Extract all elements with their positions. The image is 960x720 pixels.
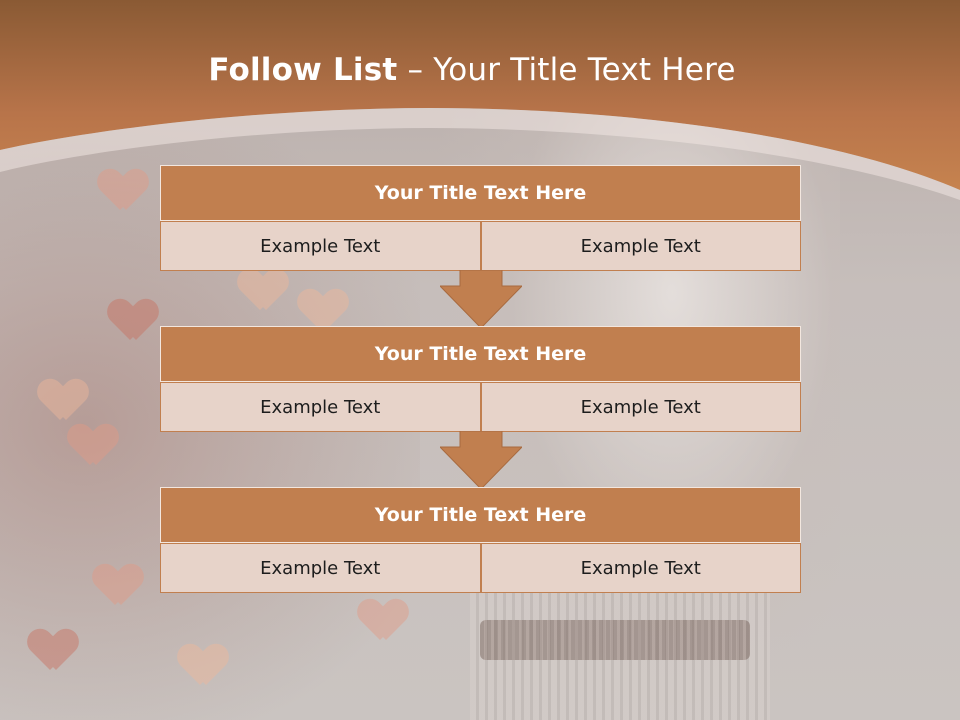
heart-icon	[110, 300, 156, 342]
down-arrow-icon	[440, 431, 522, 489]
block-cell-left: Example Text	[160, 221, 481, 271]
block-cell-right: Example Text	[480, 543, 801, 593]
block-row: Example Text Example Text	[160, 221, 801, 271]
heart-icon	[180, 645, 226, 687]
heart-icon	[70, 425, 116, 467]
heart-icon	[40, 380, 86, 422]
list-block-2: Your Title Text Here Example Text Exampl…	[160, 326, 801, 432]
heart-icon	[240, 270, 286, 312]
block-cell-left: Example Text	[160, 382, 481, 432]
down-arrow-icon	[440, 270, 522, 328]
block-row: Example Text Example Text	[160, 382, 801, 432]
slide-title-rest: – Your Title Text Here	[397, 52, 736, 88]
block-row: Example Text Example Text	[160, 543, 801, 593]
list-block-1: Your Title Text Here Example Text Exampl…	[160, 165, 801, 271]
heart-icon	[95, 565, 141, 607]
block-title: Your Title Text Here	[160, 326, 801, 382]
slide-title: Follow List – Your Title Text Here	[0, 52, 944, 88]
background-belt	[480, 620, 750, 660]
block-cell-left: Example Text	[160, 543, 481, 593]
heart-icon	[30, 630, 76, 672]
block-cell-right: Example Text	[480, 382, 801, 432]
block-cell-right: Example Text	[480, 221, 801, 271]
block-title: Your Title Text Here	[160, 165, 801, 221]
header-band	[0, 0, 960, 200]
slide-title-bold: Follow List	[208, 52, 398, 88]
heart-icon	[360, 600, 406, 642]
block-title: Your Title Text Here	[160, 487, 801, 543]
list-block-3: Your Title Text Here Example Text Exampl…	[160, 487, 801, 593]
